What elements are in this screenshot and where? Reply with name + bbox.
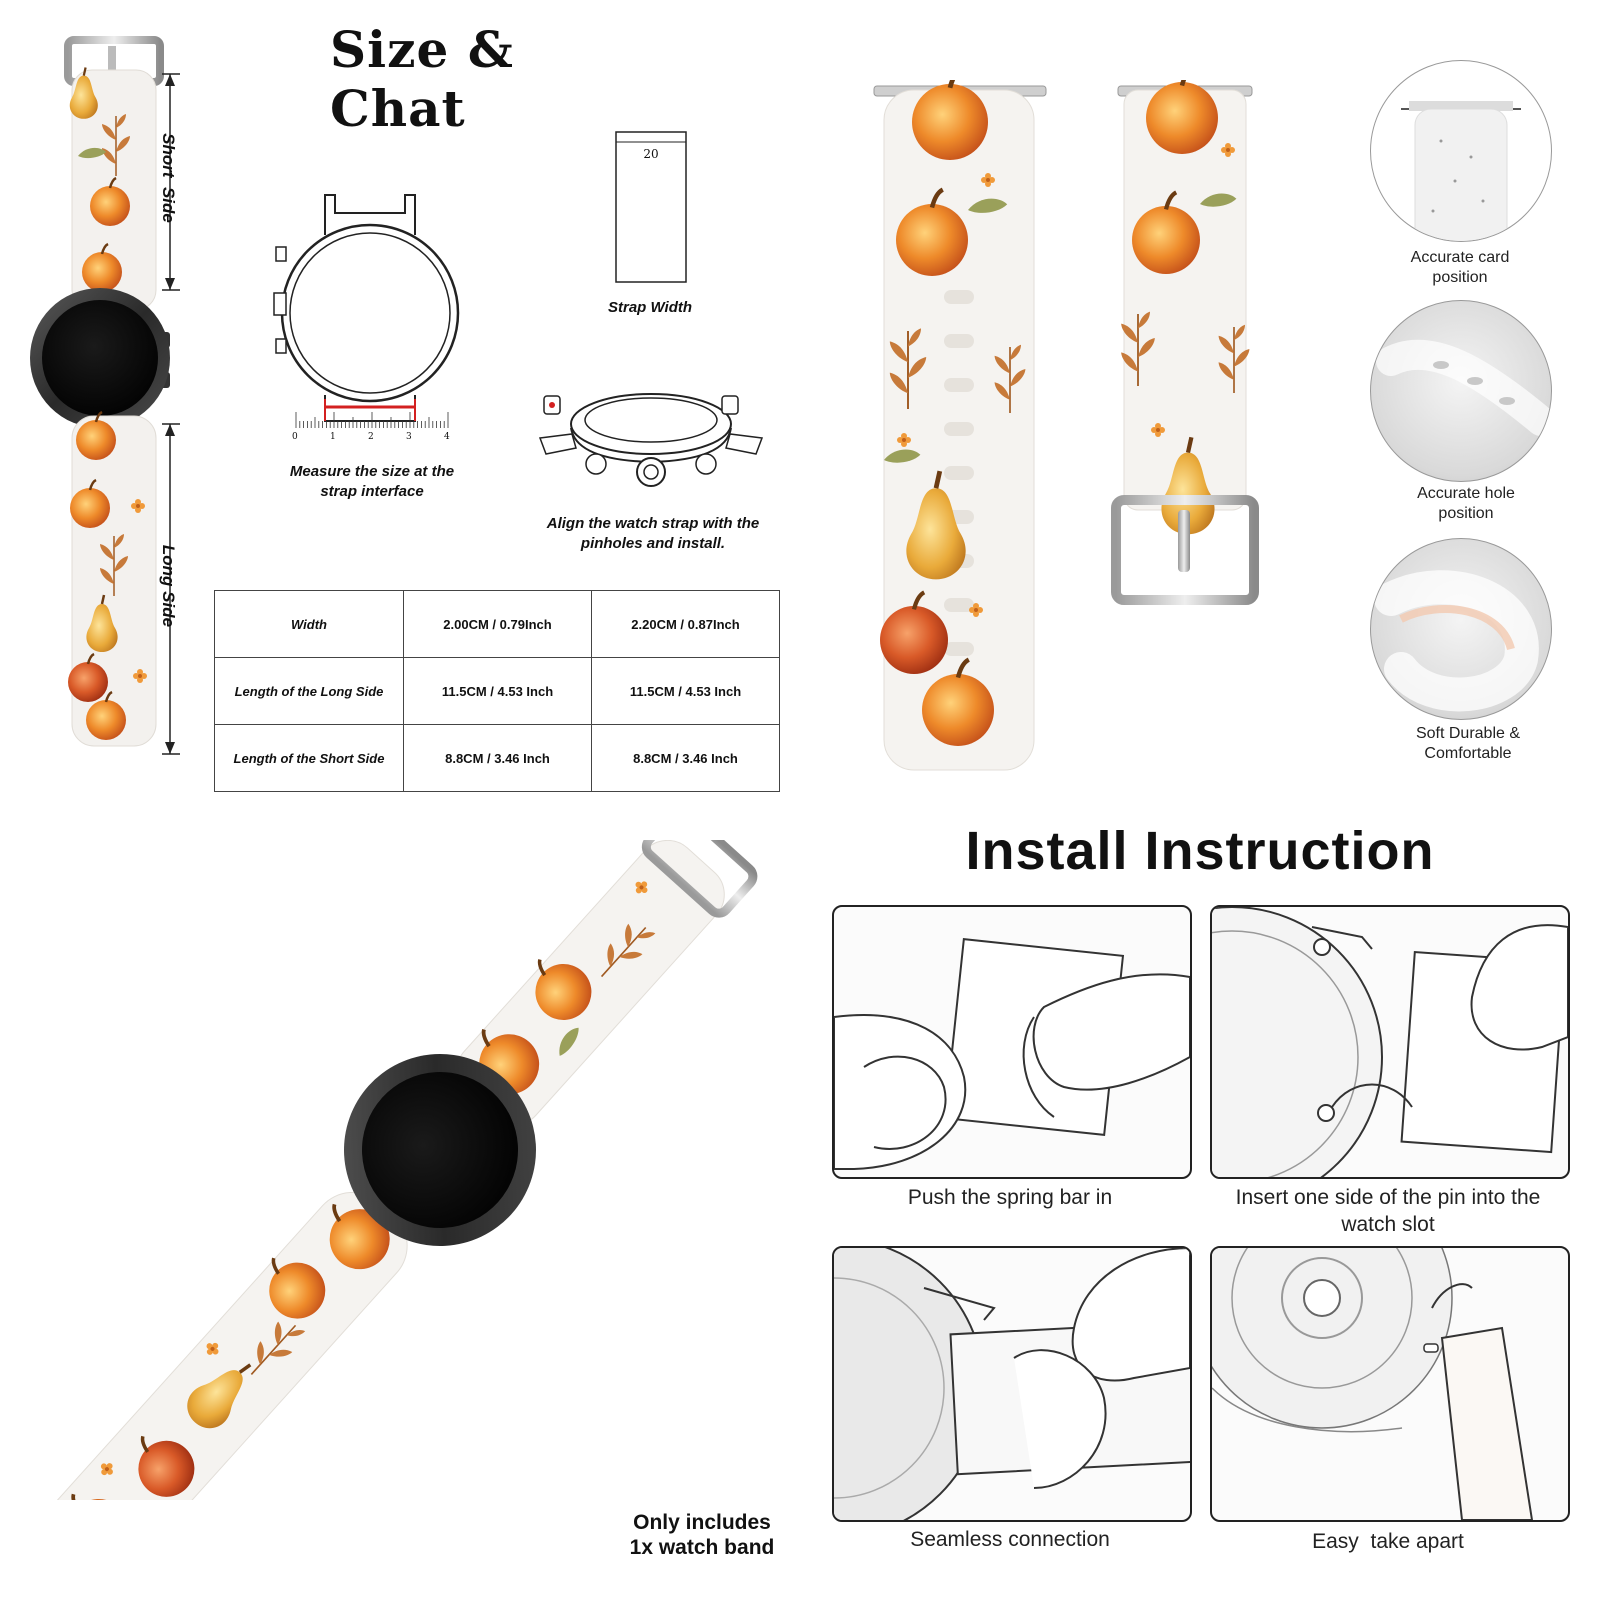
strap-width-number: 20: [643, 147, 659, 161]
strap-bend-icon: [1374, 570, 1539, 712]
measure-caption: Measure the size at the strap interface: [289, 463, 455, 500]
row-label: Length of the Long Side: [214, 657, 404, 725]
product-watch-diagonal: [44, 840, 758, 1500]
align-caption: Align the watch strap with the pinholes …: [546, 515, 760, 552]
strap-short-piece: [1111, 80, 1259, 605]
dimension-arrows: [162, 73, 180, 755]
take-apart-icon: [1212, 1248, 1534, 1520]
hand-spring-bar-icon: [834, 938, 1190, 1170]
size-chart-title: Size & Chat: [330, 20, 514, 138]
install-step-caption: Insert one side of the pin into the watc…: [1235, 1186, 1541, 1236]
watch-slot-insert-icon: [1212, 907, 1568, 1177]
ruler-label: 3: [406, 432, 412, 442]
install-title: Install Instruction: [965, 821, 1435, 881]
value-cell: 2.00CM / 0.79Inch: [403, 590, 592, 658]
watch-outline-diagram: [273, 194, 460, 422]
value-cell: 11.5CM / 4.53 Inch: [591, 657, 780, 725]
value-cell: 8.8CM / 3.46 Inch: [403, 724, 592, 792]
ruler-labels: 0 1 2 3 4: [292, 432, 452, 444]
install-step-caption: Seamless connection: [910, 1528, 1110, 1551]
seamless-connection-icon: [834, 1248, 1190, 1520]
product-watch-vertical: [30, 36, 170, 747]
value-cell: 2.20CM / 0.87Inch: [591, 590, 780, 658]
feature-label: Soft Durable & Comfortable: [1415, 725, 1521, 762]
package-note: Only includes 1x watch band: [629, 1511, 775, 1559]
short-side-label: Short Side: [159, 133, 178, 223]
install-step-caption: Push the spring bar in: [907, 1186, 1113, 1209]
strap-holes-icon: [1376, 339, 1551, 436]
watch-side-view-diagram: [538, 393, 764, 487]
strap-width-label: Strap Width: [607, 299, 693, 316]
ruler: [295, 412, 449, 428]
feature-label: Accurate card position: [1410, 249, 1510, 286]
ruler-label: 2: [368, 432, 374, 442]
value-cell: 8.8CM / 3.46 Inch: [591, 724, 780, 792]
value-cell: 11.5CM / 4.53 Inch: [403, 657, 592, 725]
row-label: Length of the Short Side: [214, 724, 404, 792]
long-side-label: Long Side: [159, 544, 178, 628]
feature-hole-position-image: [1370, 300, 1552, 482]
ruler-label: 1: [330, 432, 336, 442]
table-row: Width 2.00CM / 0.79Inch 2.20CM / 0.87Inc…: [214, 590, 780, 658]
strap-long-piece: [873, 80, 1047, 771]
feature-label: Accurate hole position: [1417, 485, 1515, 522]
spec-table: Width 2.00CM / 0.79Inch 2.20CM / 0.87Inc…: [214, 590, 780, 792]
install-step-1-panel: [832, 905, 1192, 1179]
install-step-2-panel: [1210, 905, 1570, 1179]
feature-card-position-image: [1370, 60, 1552, 242]
strap-end-icon: [1401, 101, 1521, 241]
install-step-caption: Easy take apart: [1312, 1530, 1464, 1553]
install-step-3-panel: [832, 1246, 1192, 1522]
install-step-4-panel: [1210, 1246, 1570, 1522]
table-row: Length of the Long Side 11.5CM / 4.53 In…: [214, 657, 780, 725]
table-row: Length of the Short Side 8.8CM / 3.46 In…: [214, 724, 780, 792]
feature-soft-durable-image: [1370, 538, 1552, 720]
ruler-label: 0: [292, 432, 298, 442]
strap-width-diagram: [615, 131, 687, 283]
row-label: Width: [214, 590, 404, 658]
ruler-label: 4: [444, 432, 450, 442]
